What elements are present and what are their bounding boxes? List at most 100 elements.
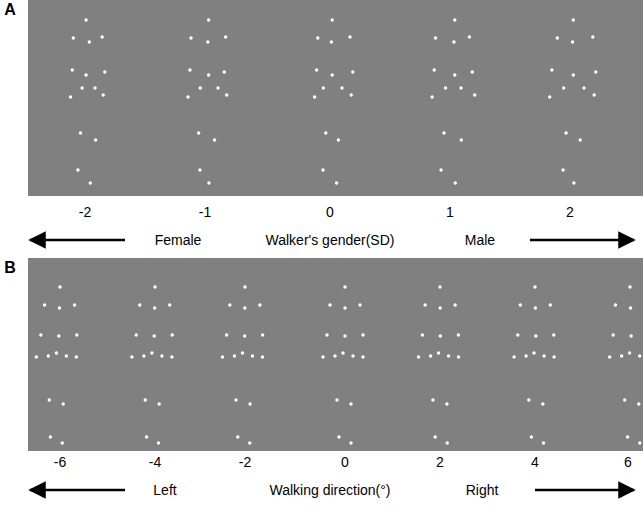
light-point [453, 18, 456, 21]
light-point [530, 435, 533, 438]
light-point [351, 70, 354, 73]
light-point [206, 40, 209, 43]
light-point [638, 441, 641, 444]
light-point [84, 73, 87, 76]
light-point [243, 334, 246, 337]
light-point [258, 303, 261, 306]
tick-label: 0 [326, 205, 334, 219]
light-point [75, 355, 78, 358]
light-point [324, 131, 327, 134]
light-point [189, 36, 192, 39]
light-point [171, 333, 174, 336]
light-point [579, 138, 582, 141]
light-point [608, 355, 611, 358]
axis-label: Walking direction(°) [269, 483, 390, 497]
light-point [459, 86, 462, 89]
light-point [207, 181, 210, 184]
light-point [452, 40, 455, 43]
axis-label: Right [466, 483, 499, 497]
light-point [58, 285, 61, 288]
light-point [343, 306, 346, 309]
light-point [343, 285, 346, 288]
light-point [233, 354, 236, 357]
light-point [519, 303, 522, 306]
light-point [340, 86, 343, 89]
light-point [591, 35, 594, 38]
light-point [637, 402, 640, 405]
arrow [30, 489, 125, 492]
light-point [48, 398, 51, 401]
light-point [213, 138, 216, 141]
light-point [313, 95, 316, 98]
light-point [350, 93, 353, 96]
light-point [628, 351, 631, 354]
light-point [138, 303, 141, 306]
light-point [335, 398, 338, 401]
light-point [261, 355, 264, 358]
light-point [243, 306, 246, 309]
light-point [542, 441, 545, 444]
light-point [564, 131, 567, 134]
light-point [361, 333, 364, 336]
light-point [541, 402, 544, 405]
light-point [248, 402, 251, 405]
light-point [552, 355, 555, 358]
light-point [423, 303, 426, 306]
light-point [39, 333, 42, 336]
light-point [439, 168, 442, 171]
light-point [439, 334, 442, 337]
light-point [150, 351, 153, 354]
axis-label: Left [153, 483, 176, 497]
arrow [30, 239, 125, 242]
tick-label: -2 [79, 205, 91, 219]
tick-label: -6 [54, 455, 66, 469]
tick-label: 2 [566, 205, 574, 219]
light-point [623, 398, 626, 401]
panel-letter: B [4, 260, 16, 276]
light-point [532, 351, 535, 354]
light-point [582, 86, 585, 89]
light-point [43, 303, 46, 306]
light-point [453, 303, 456, 306]
light-point [157, 402, 160, 405]
light-point [241, 351, 244, 354]
light-point [561, 168, 564, 171]
light-point [58, 306, 61, 309]
tick-label: 0 [341, 455, 349, 469]
light-point [47, 354, 50, 357]
light-point [89, 181, 92, 184]
light-point [102, 93, 105, 96]
light-point [534, 306, 537, 309]
light-point [145, 435, 148, 438]
light-point [562, 86, 565, 89]
light-point [228, 303, 231, 306]
light-point [251, 354, 254, 357]
axis-label: Male [465, 233, 495, 247]
light-point [572, 73, 575, 76]
light-point [593, 93, 596, 96]
light-point [88, 40, 91, 43]
light-point [331, 73, 334, 76]
light-point [430, 95, 433, 98]
light-point [79, 131, 82, 134]
light-point [454, 181, 457, 184]
light-point [437, 351, 440, 354]
light-point [49, 435, 52, 438]
tick-label: 2 [436, 455, 444, 469]
light-point [160, 354, 163, 357]
light-point [349, 441, 352, 444]
axis-label: Walker's gender(SD) [266, 233, 395, 247]
light-point [572, 181, 575, 184]
light-point [328, 303, 331, 306]
panel-ground [28, 258, 643, 451]
light-point [446, 441, 449, 444]
light-point [333, 354, 336, 357]
light-point [534, 334, 537, 337]
light-point [549, 303, 552, 306]
light-point [421, 333, 424, 336]
light-point [341, 351, 344, 354]
light-point [199, 86, 202, 89]
light-point [234, 398, 237, 401]
light-point [548, 95, 551, 98]
light-point [527, 398, 530, 401]
